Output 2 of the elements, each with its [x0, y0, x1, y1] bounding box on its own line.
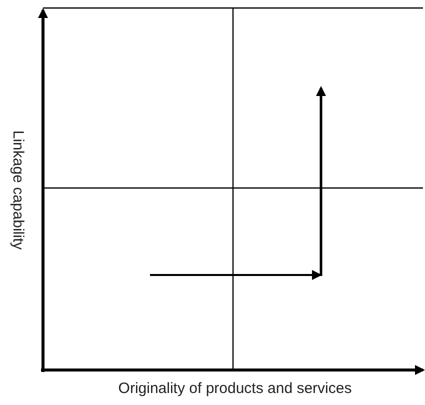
axis-label: Originality of products and services — [118, 380, 352, 397]
axis-label: Linkage capability — [10, 130, 26, 250]
